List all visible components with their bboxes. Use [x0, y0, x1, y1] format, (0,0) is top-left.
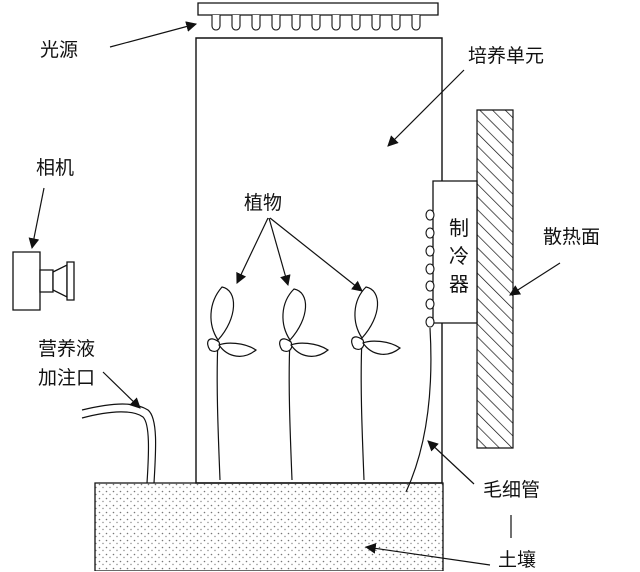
label-cooler-char-3: 器 [449, 272, 469, 296]
label-culture-unit: 培养单元 [468, 45, 545, 67]
arrow-nutrient-inlet [103, 372, 141, 409]
label-cooler-char-2: 冷 [449, 244, 469, 268]
heat-sink [477, 110, 513, 448]
led-row [212, 15, 420, 30]
label-cooler-char-1: 制 [449, 216, 469, 240]
arrow-light-source [110, 21, 198, 47]
arrow-heat-sink [509, 263, 560, 296]
arrow-camera [28, 188, 44, 250]
label-nutrient-inlet-line1: 营养液 [38, 338, 96, 360]
label-soil: 土壤 [498, 549, 537, 571]
label-nutrient-inlet-line2: 加注口 [38, 367, 96, 389]
label-heat-sink: 散热面 [543, 226, 601, 248]
arrow-plant-1 [236, 218, 268, 284]
camera-icon [13, 252, 74, 310]
soil-block [95, 483, 443, 571]
plant-2 [280, 289, 328, 480]
label-camera: 相机 [36, 157, 75, 179]
culture-unit-chamber [196, 38, 442, 483]
label-plants: 植物 [244, 192, 283, 214]
cooler-fins [426, 210, 434, 327]
label-light-source: 光源 [40, 39, 79, 61]
arrow-soil [364, 543, 490, 565]
plant-3 [352, 287, 400, 480]
arrow-capillary [427, 440, 474, 484]
nutrient-inlet-pipe [82, 404, 156, 483]
light-source [198, 3, 438, 30]
arrow-culture-unit [387, 70, 464, 147]
leader-arrows [28, 21, 560, 565]
arrow-plant-3 [270, 218, 363, 292]
label-capillary: 毛细管 [483, 479, 541, 501]
plant-1 [208, 287, 256, 480]
cooler-box [433, 181, 477, 323]
arrow-plant-2 [269, 218, 291, 287]
capillary-tube [406, 328, 431, 492]
